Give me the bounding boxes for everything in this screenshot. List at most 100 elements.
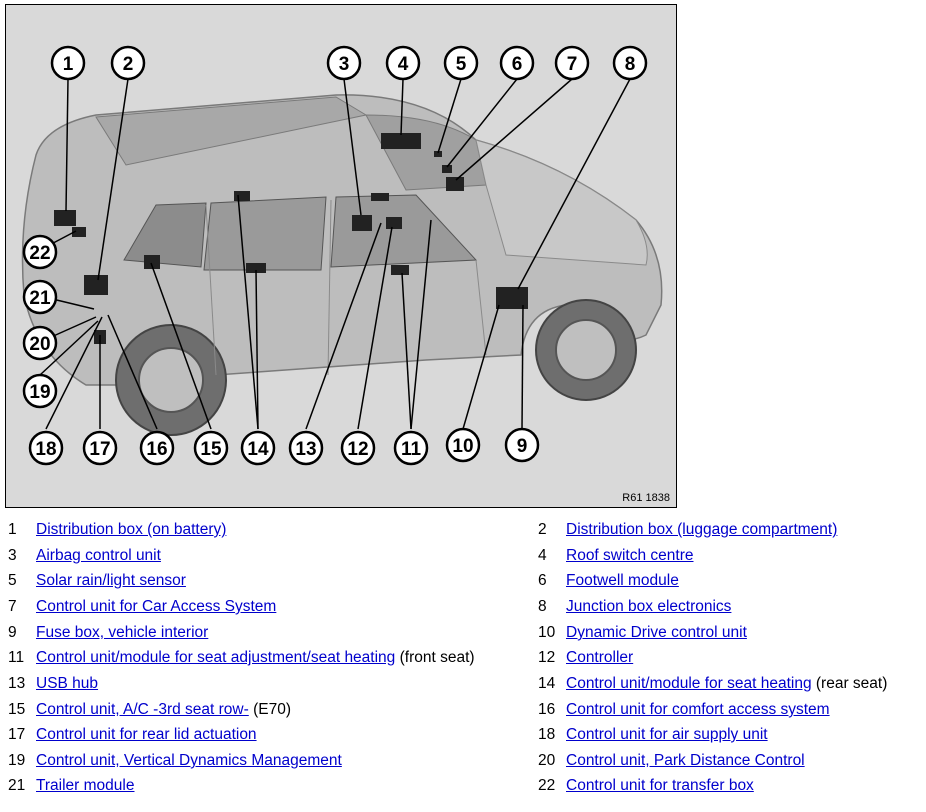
legend-number: 5 xyxy=(8,572,17,589)
callout-circle xyxy=(110,45,146,81)
callout-8: 8 xyxy=(612,45,648,81)
legend-link[interactable]: Control unit for rear lid actuation xyxy=(36,726,257,743)
legend-link[interactable]: Distribution box (luggage compartment) xyxy=(566,521,838,538)
callout-circle xyxy=(139,430,175,466)
legend-number: 7 xyxy=(8,598,17,615)
legend-link[interactable]: Control unit for Car Access System xyxy=(36,598,277,615)
legend-link[interactable]: Control unit, Vertical Dynamics Manageme… xyxy=(36,752,342,769)
callout-number: 14 xyxy=(247,439,269,460)
callout-circle xyxy=(240,430,276,466)
callout-19: 19 xyxy=(22,373,58,409)
callout-number: 12 xyxy=(347,439,368,460)
callout-circle xyxy=(22,325,58,361)
legend-number: 2 xyxy=(538,521,547,538)
callout-number: 9 xyxy=(517,436,528,457)
legend-link[interactable]: Airbag control unit xyxy=(36,547,161,564)
callout-number: 11 xyxy=(401,439,422,460)
callout-number: 2 xyxy=(123,54,134,75)
legend-number: 11 xyxy=(8,649,25,666)
callout-number: 16 xyxy=(146,439,167,460)
callout-number: 17 xyxy=(89,439,110,460)
legend-link[interactable]: Junction box electronics xyxy=(566,598,732,615)
callout-1: 1 xyxy=(50,45,86,81)
callout-number: 8 xyxy=(625,54,636,75)
callout-17: 17 xyxy=(82,430,118,466)
callout-18: 18 xyxy=(28,430,64,466)
callout-number: 19 xyxy=(29,382,50,403)
legend-link[interactable]: Roof switch centre xyxy=(566,547,694,564)
component-2 xyxy=(84,275,108,295)
callout-15: 15 xyxy=(193,430,229,466)
legend-number: 8 xyxy=(538,598,547,615)
legend-number: 10 xyxy=(538,624,556,641)
legend-link[interactable]: Control unit for transfer box xyxy=(566,777,754,794)
legend-number: 1 xyxy=(8,521,17,538)
callout-circle xyxy=(50,45,86,81)
callout-12: 12 xyxy=(340,430,376,466)
legend-number: 6 xyxy=(538,572,547,589)
legend-link[interactable]: Control unit for comfort access system xyxy=(566,701,830,718)
legend-link[interactable]: Control unit/module for seat heating xyxy=(566,675,812,692)
callout-circle xyxy=(393,430,429,466)
legend-number: 18 xyxy=(538,726,556,743)
callout-4: 4 xyxy=(385,45,421,81)
callout-number: 20 xyxy=(29,334,50,355)
callout-circle xyxy=(499,45,535,81)
legend-number: 21 xyxy=(8,777,26,794)
callout-number: 15 xyxy=(200,439,222,460)
callout-6: 6 xyxy=(499,45,535,81)
legend-link[interactable]: Control unit for air supply unit xyxy=(566,726,768,743)
legend-link[interactable]: Footwell module xyxy=(566,572,679,589)
legend-list: 1 Distribution box (on battery) 2 Distribut… xyxy=(0,520,926,812)
legend-number: 4 xyxy=(538,547,547,564)
legend-link[interactable]: USB hub xyxy=(36,675,99,692)
callout-circle xyxy=(385,45,421,81)
legend-suffix: (E70) xyxy=(248,701,291,718)
callout-circle xyxy=(288,430,324,466)
callout-circle xyxy=(22,279,58,315)
legend-link[interactable]: Control unit, Park Distance Control xyxy=(566,752,805,769)
callout-circle xyxy=(504,427,540,463)
component-6 xyxy=(442,165,452,173)
legend-link[interactable]: Distribution box (on battery) xyxy=(36,521,227,538)
callout-20: 20 xyxy=(22,325,58,361)
component-4 xyxy=(381,133,421,149)
callout-number: 22 xyxy=(29,243,50,264)
legend-suffix: (rear seat) xyxy=(811,675,888,692)
legend-link[interactable]: Control unit, A/C -3rd seat row- xyxy=(36,701,249,718)
legend-link[interactable]: Fuse box, vehicle interior xyxy=(36,624,209,641)
callout-circle xyxy=(554,45,590,81)
callout-14: 14 xyxy=(240,430,276,466)
callout-number: 7 xyxy=(567,54,578,75)
callout-number: 1 xyxy=(63,54,74,75)
legend-link[interactable]: Trailer module xyxy=(36,777,135,794)
callout-10: 10 xyxy=(445,427,481,463)
legend-number: 14 xyxy=(538,675,556,692)
callout-5: 5 xyxy=(443,45,479,81)
callout-number: 5 xyxy=(456,54,467,75)
component-22 xyxy=(72,227,86,237)
callout-number: 6 xyxy=(512,54,523,75)
legend-link[interactable]: Solar rain/light sensor xyxy=(36,572,186,589)
legend-number: 17 xyxy=(8,726,26,743)
legend-link[interactable]: Controller xyxy=(566,649,634,666)
callout-2: 2 xyxy=(110,45,146,81)
component-5 xyxy=(434,151,442,157)
component-11 xyxy=(391,265,409,275)
legend-link[interactable]: Control unit/module for seat adjustment/… xyxy=(36,649,396,666)
callout-circle xyxy=(22,234,58,270)
callout-22: 22 xyxy=(22,234,58,270)
callout-circle xyxy=(28,430,64,466)
callout-number: 10 xyxy=(452,436,473,457)
leader-lines xyxy=(39,78,631,430)
component-8 xyxy=(496,287,528,309)
component-1 xyxy=(54,210,76,226)
legend-link[interactable]: Dynamic Drive control unit xyxy=(566,624,747,641)
legend-number: 3 xyxy=(8,547,17,564)
component-3 xyxy=(352,215,372,231)
callout-circle xyxy=(445,427,481,463)
callout-circle xyxy=(326,45,362,81)
legend-number: 15 xyxy=(8,701,26,718)
